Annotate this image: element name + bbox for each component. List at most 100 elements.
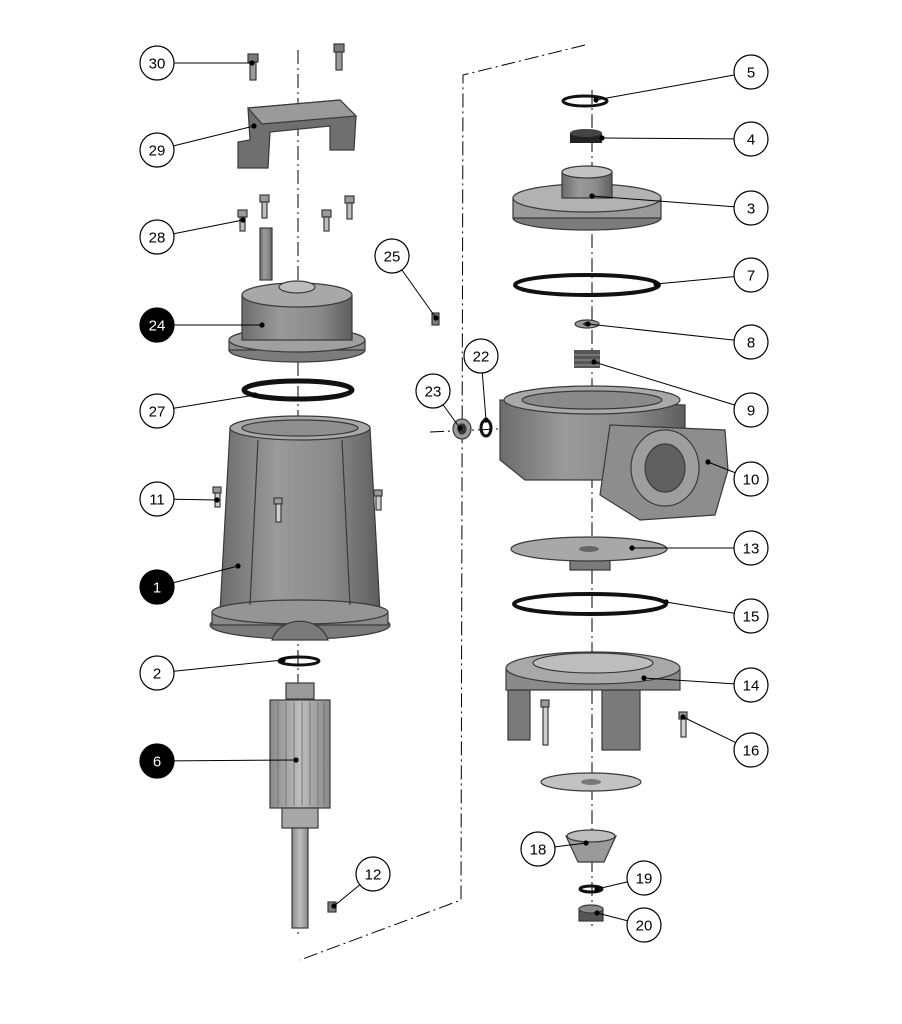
- callout-label-11: 11: [149, 492, 165, 509]
- callout-28: 28: [139, 219, 175, 255]
- callout-10: 10: [733, 461, 769, 497]
- callout-label-19: 19: [636, 871, 653, 888]
- callout-14: 14: [733, 667, 769, 703]
- spring-9: [574, 350, 600, 368]
- leader-dot-14: [641, 675, 647, 681]
- callout-circle-7: [733, 257, 769, 293]
- callout-circle-10: [733, 461, 769, 497]
- cutter-18: [565, 829, 617, 863]
- leader-1: [173, 565, 239, 584]
- suction-plate: [540, 772, 642, 792]
- leader-5: [595, 74, 735, 101]
- callout-label-10: 10: [743, 472, 760, 489]
- leader-dot-22: [483, 417, 489, 423]
- leader-29: [173, 125, 255, 147]
- leader-dot-2: [280, 657, 286, 663]
- seal-4: [570, 129, 602, 143]
- leader-dot-3: [589, 193, 595, 199]
- o-ring-7: [513, 273, 661, 297]
- callout-27: 27: [139, 393, 175, 429]
- leader-dot-4: [599, 135, 605, 141]
- screw-30-a: [247, 53, 259, 81]
- callout-1: 1: [139, 569, 175, 605]
- leader-dot-5: [593, 97, 599, 103]
- pump-housing-10: [499, 385, 729, 521]
- callout-label-8: 8: [747, 335, 755, 352]
- callout-circle-2: [139, 655, 175, 691]
- callout-label-30: 30: [149, 56, 166, 73]
- callout-15: 15: [733, 598, 769, 634]
- o-ring-27: [241, 378, 355, 402]
- leader-dot-28: [240, 217, 246, 223]
- callout-label-24: 24: [149, 318, 166, 335]
- callout-circle-28: [139, 219, 175, 255]
- callout-circle-15: [733, 598, 769, 634]
- leader-23: [442, 404, 461, 429]
- leader-dot-8: [585, 321, 591, 327]
- callout-label-13: 13: [743, 541, 760, 558]
- callout-2: 2: [139, 655, 175, 691]
- impeller-13: [510, 536, 668, 571]
- callout-circle-23: [415, 373, 451, 409]
- leader-10: [707, 461, 736, 474]
- callout-4: 4: [733, 121, 769, 157]
- callout-13: 13: [733, 530, 769, 566]
- callout-30: 30: [139, 45, 175, 81]
- leader-dot-1: [235, 563, 241, 569]
- motor-housing-1: [209, 415, 391, 641]
- ring-2: [277, 655, 321, 667]
- leader-dot-6: [293, 757, 299, 763]
- leader-dot-23: [457, 425, 463, 431]
- callout-11: 11: [139, 481, 175, 517]
- callout-circle-13: [733, 530, 769, 566]
- callout-label-25: 25: [384, 249, 401, 266]
- callout-label-3: 3: [747, 201, 755, 218]
- callout-label-6: 6: [153, 754, 161, 771]
- base-14: [505, 651, 681, 751]
- screws-28: [237, 194, 355, 232]
- callout-20: 20: [626, 907, 662, 943]
- callout-circle-3: [733, 190, 769, 226]
- leader-dot-19: [594, 886, 600, 892]
- callout-label-9: 9: [747, 403, 755, 420]
- leader-dot-30: [249, 60, 255, 66]
- callout-label-29: 29: [149, 143, 166, 160]
- callout-circle-30: [139, 45, 175, 81]
- callout-label-16: 16: [743, 743, 760, 760]
- leader-dot-27: [252, 392, 258, 398]
- callout-circle-19: [626, 860, 662, 896]
- leader-dot-9: [591, 359, 597, 365]
- leader-14: [643, 677, 735, 685]
- screw-30-b: [333, 43, 345, 71]
- leader-dot-20: [594, 910, 600, 916]
- leader-dot-25: [433, 315, 439, 321]
- leader-15: [665, 601, 735, 614]
- callout-label-1: 1: [153, 580, 161, 597]
- leader-19: [596, 881, 628, 890]
- leader-25: [401, 269, 437, 319]
- callout-circle-8: [733, 324, 769, 360]
- callout-circle-1: [139, 569, 175, 605]
- leader-8: [587, 323, 735, 341]
- callout-circle-20: [626, 907, 662, 943]
- leader-16: [682, 716, 736, 744]
- leader-dot-15: [663, 599, 669, 605]
- callout-label-28: 28: [149, 230, 166, 247]
- callout-circle-12: [355, 856, 391, 892]
- leader-11: [173, 498, 218, 501]
- callout-circle-4: [733, 121, 769, 157]
- callout-19: 19: [626, 860, 662, 896]
- leader-9: [593, 361, 735, 406]
- leader-dot-7: [653, 281, 659, 287]
- leader-7: [655, 276, 735, 285]
- top-cover-24: [228, 227, 366, 363]
- leader-dot-10: [705, 459, 711, 465]
- callouts: 3029282427111261225232254378910131514161…: [139, 45, 769, 943]
- callout-circle-5: [733, 54, 769, 90]
- circlip-5: [561, 94, 609, 108]
- leader-28: [173, 219, 244, 235]
- callout-label-27: 27: [149, 404, 166, 421]
- callout-circle-24: [139, 307, 175, 343]
